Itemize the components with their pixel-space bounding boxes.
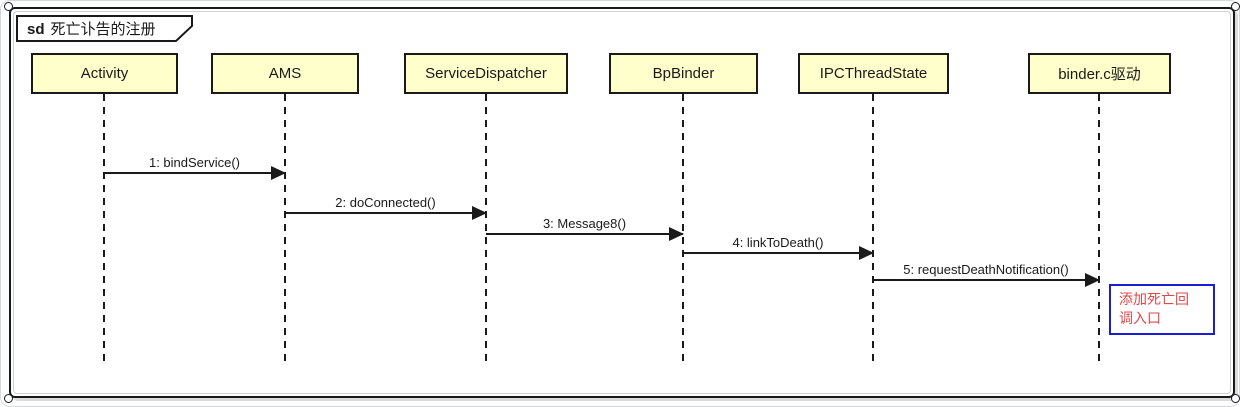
lifeline-label: AMS: [268, 65, 302, 82]
note-text: 添加死亡回调入口: [1119, 291, 1189, 326]
lifeline-label: binder.c驱动: [1058, 66, 1141, 83]
message-label: 3: Message8(): [542, 216, 627, 231]
message-requestdeathnotification[interactable]: 5: requestDeathNotification(): [873, 260, 1100, 287]
message-line: [285, 212, 486, 214]
arrowhead-icon: [271, 166, 286, 180]
lifeline-head-binder-driver[interactable]: binder.c驱动: [1028, 53, 1171, 94]
arrowhead-icon: [669, 227, 684, 241]
frame-title: sd 死亡讣告的注册: [27, 18, 156, 39]
lifeline-binder-driver[interactable]: [1098, 94, 1100, 361]
frame-title-label: 死亡讣告的注册: [50, 21, 156, 38]
selection-handle-top-left[interactable]: [4, 2, 13, 11]
message-line: [683, 252, 873, 254]
message-doconnected[interactable]: 2: doConnected(): [285, 193, 487, 220]
lifeline-head-activity[interactable]: Activity: [31, 53, 178, 94]
message-line: [873, 279, 1099, 281]
message-label: 4: linkToDeath(): [732, 235, 824, 250]
selection-handle-top-right[interactable]: [1231, 2, 1240, 11]
message-message8[interactable]: 3: Message8(): [486, 214, 684, 241]
lifeline-ams[interactable]: [284, 94, 286, 361]
lifeline-label: ServiceDispatcher: [425, 65, 547, 82]
lifeline-head-ams[interactable]: AMS: [211, 53, 359, 94]
lifeline-head-bpbinder[interactable]: BpBinder: [609, 53, 758, 94]
frame-keyword: sd: [27, 21, 45, 38]
lifeline-head-servicedispatcher[interactable]: ServiceDispatcher: [404, 53, 568, 94]
message-label: 2: doConnected(): [335, 195, 436, 210]
note-death-callback[interactable]: 添加死亡回调入口: [1109, 284, 1215, 335]
lifeline-activity[interactable]: [103, 94, 105, 361]
message-line: [104, 172, 285, 174]
message-line: [486, 233, 683, 235]
message-label: 1: bindService(): [148, 155, 241, 170]
frame-title-tab[interactable]: [16, 15, 194, 43]
message-linktodeath[interactable]: 4: linkToDeath(): [683, 233, 874, 260]
arrowhead-icon: [1085, 273, 1100, 287]
selection-handle-bottom-right[interactable]: [1231, 394, 1240, 403]
arrowhead-icon: [859, 246, 874, 260]
message-bindservice[interactable]: 1: bindService(): [104, 153, 286, 180]
lifeline-ipcthreadstate[interactable]: [872, 94, 874, 361]
selection-handle-bottom-left[interactable]: [4, 394, 13, 403]
message-label: 5: requestDeathNotification(): [903, 262, 1069, 277]
lifeline-head-ipcthreadstate[interactable]: IPCThreadState: [798, 53, 949, 94]
lifeline-label: BpBinder: [652, 65, 715, 82]
lifeline-servicedispatcher[interactable]: [485, 94, 487, 361]
lifeline-label: IPCThreadState: [819, 65, 928, 82]
lifeline-label: Activity: [80, 65, 129, 82]
arrowhead-icon: [472, 206, 487, 220]
frame-inner-shadow: [13, 11, 1231, 394]
